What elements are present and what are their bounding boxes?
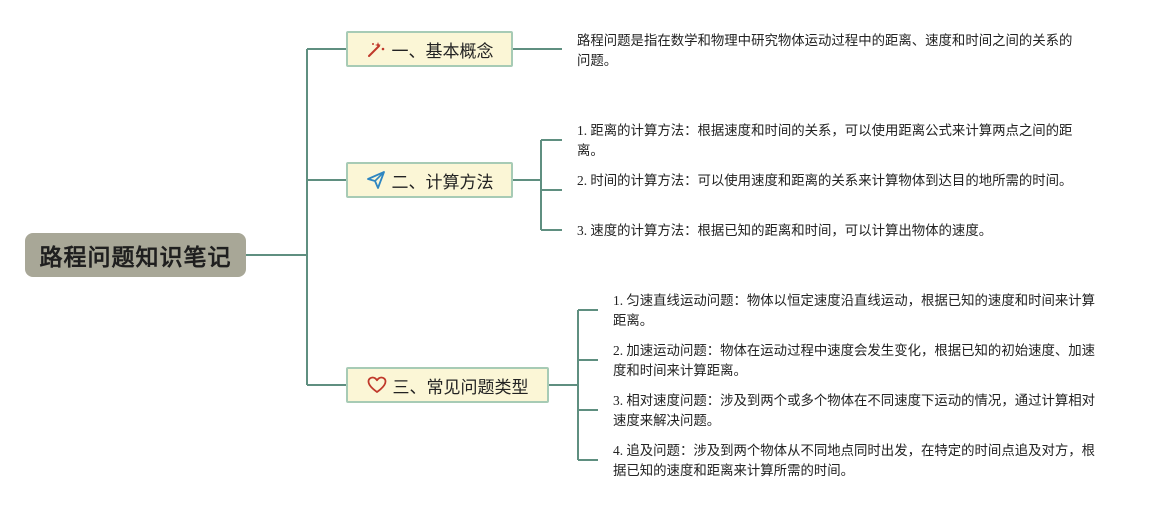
root-node[interactable]: 路程问题知识笔记 <box>25 233 246 277</box>
branch-label: 一、基本概念 <box>391 41 494 62</box>
magic-wand-icon <box>366 39 386 59</box>
leaf-speed-method: 3. 速度的计算方法：根据已知的距离和时间，可以计算出物体的速度。 <box>577 223 993 238</box>
leaf-uniform-motion: 1. 匀速直线运动问题：物体以恒定速度沿直线运动，根据已知的速度和时间来计算距离… <box>613 293 1096 328</box>
branch-basic-concepts[interactable]: 一、基本概念 <box>346 31 513 67</box>
paper-plane-icon <box>366 170 386 190</box>
branch-common-problem-types[interactable]: 三、常见问题类型 <box>346 367 549 403</box>
branch-label: 二、计算方法 <box>391 172 494 193</box>
root-title: 路程问题知识笔记 <box>39 245 232 271</box>
leaf-accelerated-motion: 2. 加速运动问题：物体在运动过程中速度会发生变化，根据已知的初始速度、加速度和… <box>613 343 1096 378</box>
leaf-time-method: 2. 时间的计算方法：可以使用速度和距离的关系来计算物体到达目的地所需的时间。 <box>577 173 1073 188</box>
heart-icon <box>367 375 387 395</box>
branch-calculation-methods[interactable]: 二、计算方法 <box>346 162 513 198</box>
leaf-relative-speed: 3. 相对速度问题：涉及到两个或多个物体在不同速度下运动的情况，通过计算相对速度… <box>613 393 1096 428</box>
leaf-basic-concept-definition: 路程问题是指在数学和物理中研究物体运动过程中的距离、速度和时间之间的关系的问题。 <box>577 33 1073 68</box>
leaf-distance-method: 1. 距离的计算方法：根据速度和时间的关系，可以使用距离公式来计算两点之间的距离… <box>577 123 1073 158</box>
leaf-pursuit-problem: 4. 追及问题：涉及到两个物体从不同地点同时出发，在特定的时间点追及对方，根据已… <box>613 443 1096 478</box>
branch-label: 三、常见问题类型 <box>392 377 529 398</box>
